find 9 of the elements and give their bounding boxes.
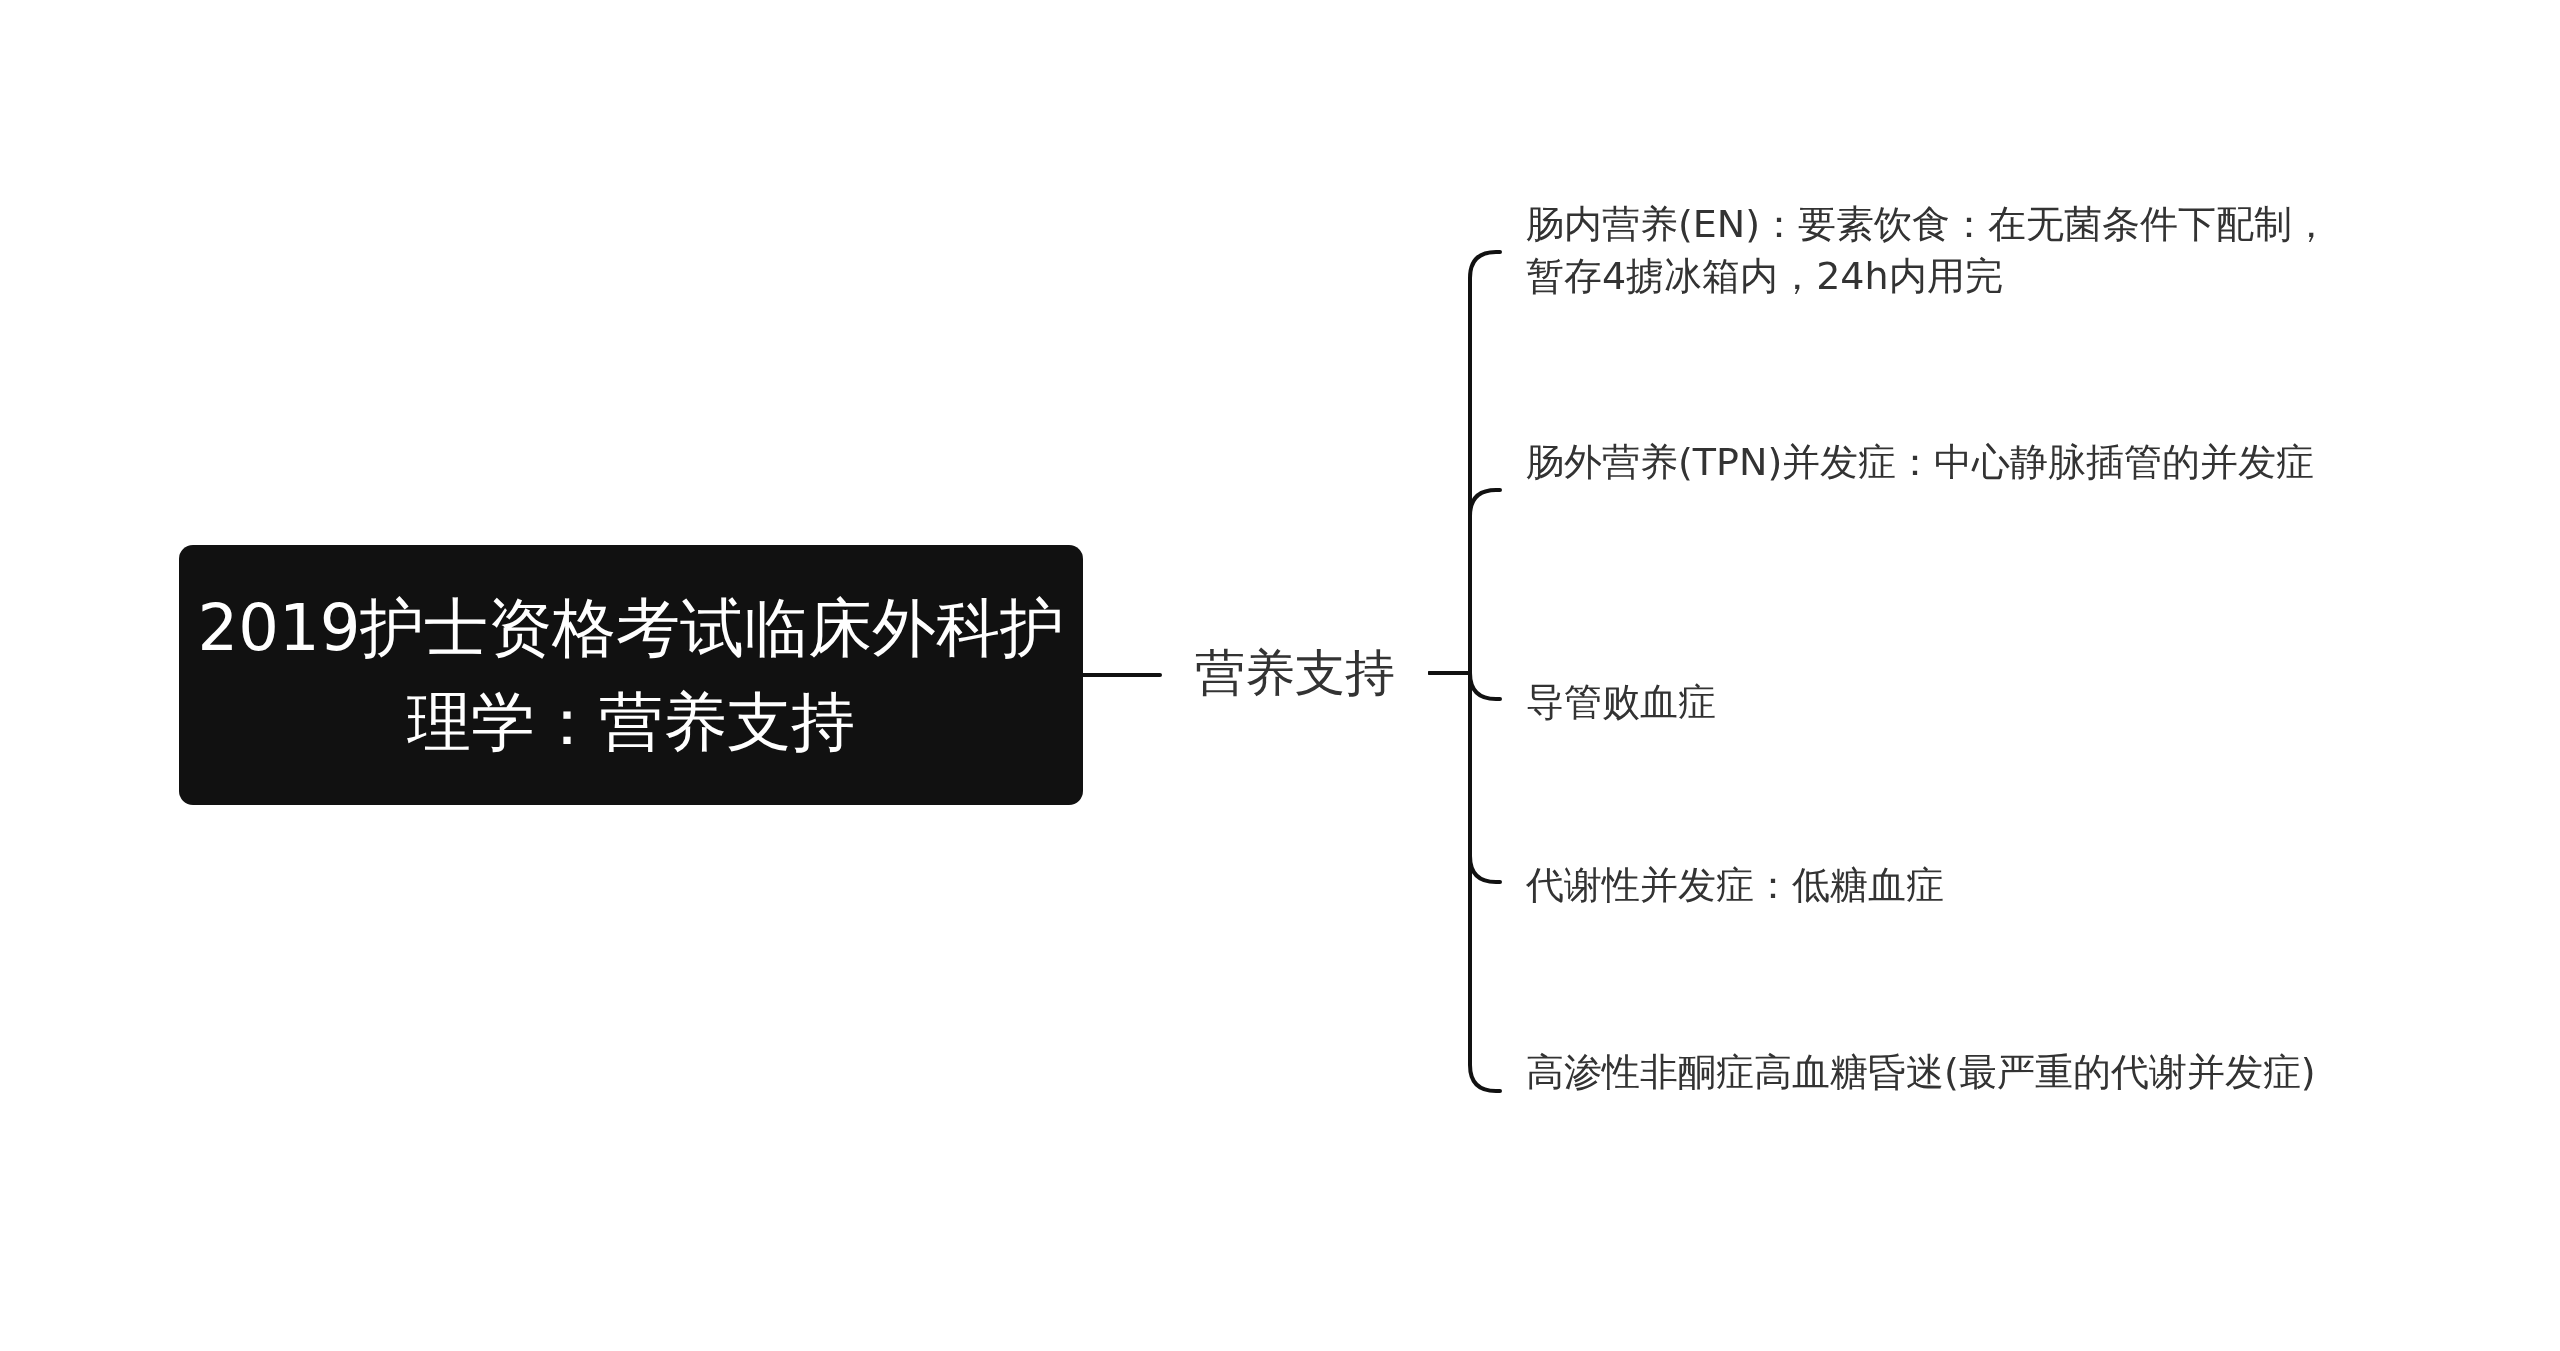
- subtopic-label: 高渗性非酮症高血糖昏迷(最严重的代谢并发症): [1526, 1049, 2316, 1096]
- branch-label: 营养支持: [1195, 643, 1395, 704]
- subtopic-label: 肠外营养(TPN)并发症：中心静脉插管的并发症: [1526, 439, 2315, 486]
- subtopic-label: 肠内营养(EN)：要素饮食：在无菌条件下配制，暂存4掳冰箱内，24h内用完: [1526, 201, 2332, 300]
- connector-line: [1081, 673, 1162, 677]
- subtopic-label: 导管败血症: [1526, 679, 1716, 726]
- topic-title: 2019护士资格考试临床外科护理学：营养支持: [196, 590, 1066, 761]
- subtopic-label: 代谢性并发症：低糖血症: [1526, 862, 1944, 909]
- topic-box: [179, 545, 1083, 805]
